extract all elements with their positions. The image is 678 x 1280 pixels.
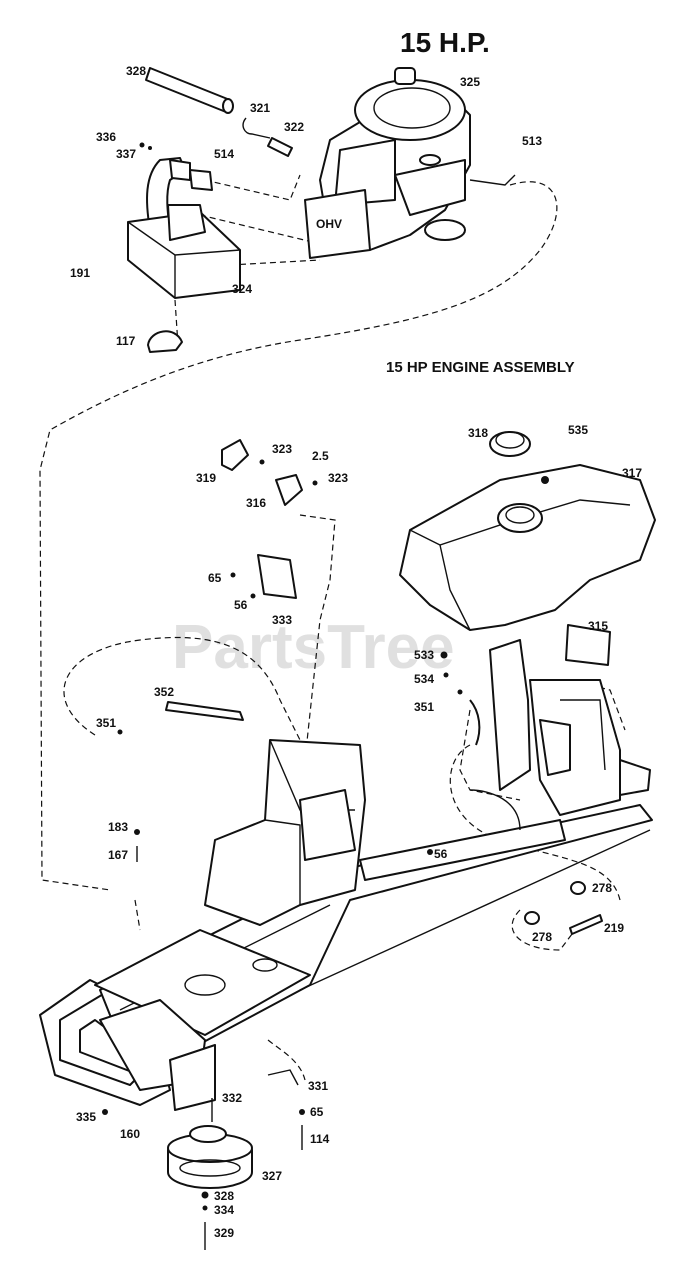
engine-ohv-badge: OHV: [316, 217, 342, 231]
screen-part: [565, 624, 611, 666]
callout-278-lower: 278: [532, 930, 552, 944]
fuel-tank: [399, 431, 656, 631]
callout-327: 327: [262, 1169, 282, 1183]
tube-part: [145, 67, 231, 113]
callout-323-top: 323: [272, 442, 292, 456]
callout-534-upper: 534: [414, 672, 434, 686]
callout-351-right: 351: [414, 700, 434, 714]
callout-322: 322: [284, 120, 304, 134]
callout-317: 317: [622, 466, 642, 480]
callout-219: 219: [604, 921, 624, 935]
callout-332: 332: [222, 1091, 242, 1105]
heat-shield-part: [147, 330, 183, 353]
callout-278-upper: 278: [592, 881, 612, 895]
callout-2-5: 2.5: [312, 449, 329, 463]
callout-160: 160: [120, 1127, 140, 1141]
callout-324: 324: [232, 282, 252, 296]
engine-assembly: OHV: [304, 67, 516, 259]
tractor-frame: [39, 639, 653, 1111]
callout-315: 315: [588, 619, 608, 633]
callout-336: 336: [96, 130, 116, 144]
callout-321: 321: [250, 101, 270, 115]
callout-183: 183: [108, 820, 128, 834]
callout-331: 331: [308, 1079, 328, 1093]
callout-117: 117: [116, 334, 136, 348]
callout-333: 333: [272, 613, 292, 627]
callout-514: 514: [214, 147, 234, 161]
callout-319: 319: [196, 471, 216, 485]
callout-318: 318: [468, 426, 488, 440]
callout-513: 513: [522, 134, 542, 148]
callout-114: 114: [310, 1132, 330, 1146]
callout-65-upper: 65: [208, 571, 222, 585]
callout-328-lower: 328: [214, 1189, 234, 1203]
callout-167: 167: [108, 848, 128, 862]
callout-316: 316: [246, 496, 266, 510]
callout-334: 334: [214, 1203, 234, 1217]
callout-328: 328: [126, 64, 146, 78]
callout-351-left: 351: [96, 716, 116, 730]
callout-329: 329: [214, 1226, 234, 1240]
fuel-hose-part: [165, 701, 244, 721]
callout-337: 337: [116, 147, 136, 161]
callout-533: 533: [414, 648, 434, 662]
pto-clutch: [167, 1125, 253, 1189]
callout-56-upper: 56: [234, 598, 248, 612]
fitting-part: [242, 117, 271, 139]
callout-56-lower: 56: [434, 847, 448, 861]
callout-352: 352: [154, 685, 174, 699]
callout-325: 325: [460, 75, 480, 89]
diagram-subtitle: 15 HP ENGINE ASSEMBLY: [386, 359, 575, 376]
muffler-assembly: [127, 157, 241, 299]
callout-191: 191: [70, 266, 90, 280]
partstree-watermark: PartsTree: [172, 613, 455, 682]
callout-labels: 328 321 322 325 336 337 514 513 191 324 …: [70, 64, 642, 1240]
diagram-title: 15 H.P.: [400, 27, 490, 58]
control-brackets: [221, 439, 318, 599]
callout-335: 335: [76, 1110, 96, 1124]
callout-323-right: 323: [328, 471, 348, 485]
callout-535: 535: [568, 423, 588, 437]
callout-65-lower: 65: [310, 1105, 324, 1119]
